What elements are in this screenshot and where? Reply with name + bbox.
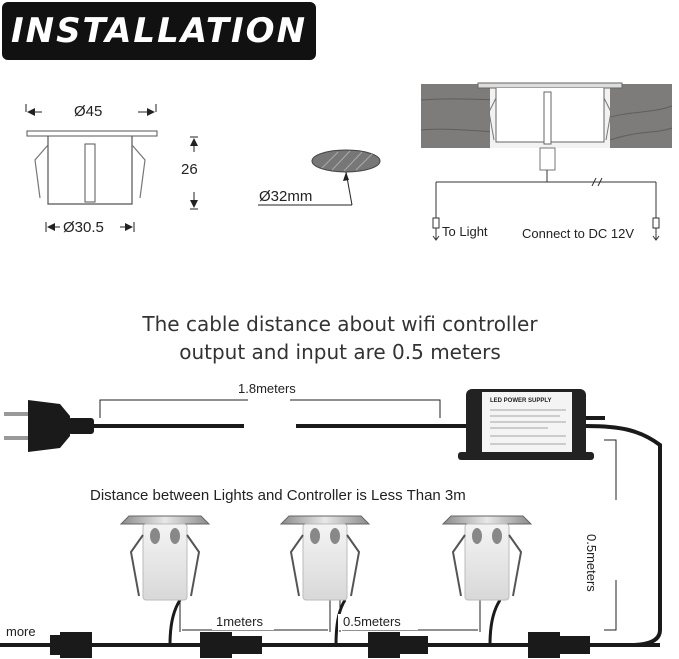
- top-diameter-label: Ø45: [74, 103, 103, 120]
- cable-distance-caption: The cable distance about wifi controller…: [90, 310, 590, 366]
- height-label: 26: [181, 161, 198, 178]
- power-supply-label: LED POWER SUPPLY: [490, 398, 552, 404]
- deck-installation-drawing: [420, 82, 673, 241]
- fixture-dimension-drawing: [25, 104, 198, 232]
- bottom-diameter-label: Ø30.5: [63, 219, 104, 236]
- wiring-diagram: [0, 389, 662, 658]
- to-light-label: To Light: [442, 224, 488, 239]
- power-plug: [4, 400, 94, 452]
- hole-diameter-label: Ø32mm: [259, 188, 313, 205]
- banner-title: INSTALLATION: [10, 11, 308, 51]
- vertical-distance-label: 0.5meters: [584, 534, 599, 592]
- light-spacing-2-label: 0.5meters: [343, 614, 401, 629]
- installation-banner: INSTALLATION: [2, 2, 316, 60]
- deck-light-2: [279, 515, 371, 601]
- deck-light-3: [441, 515, 533, 601]
- connect-dc-label: Connect to DC 12V: [522, 226, 635, 241]
- caption-line-1: The cable distance about wifi controller: [142, 312, 538, 336]
- deck-light-1: [119, 515, 211, 601]
- power-supply: [458, 389, 594, 460]
- cable-length-label: 1.8meters: [238, 381, 296, 396]
- drill-hole-drawing: [258, 149, 381, 206]
- light-spacing-1-label: 1meters: [216, 614, 263, 629]
- distance-note: Distance between Lights and Controller i…: [90, 487, 466, 504]
- caption-line-2: output and input are 0.5 meters: [179, 340, 501, 364]
- more-label: more: [6, 624, 36, 639]
